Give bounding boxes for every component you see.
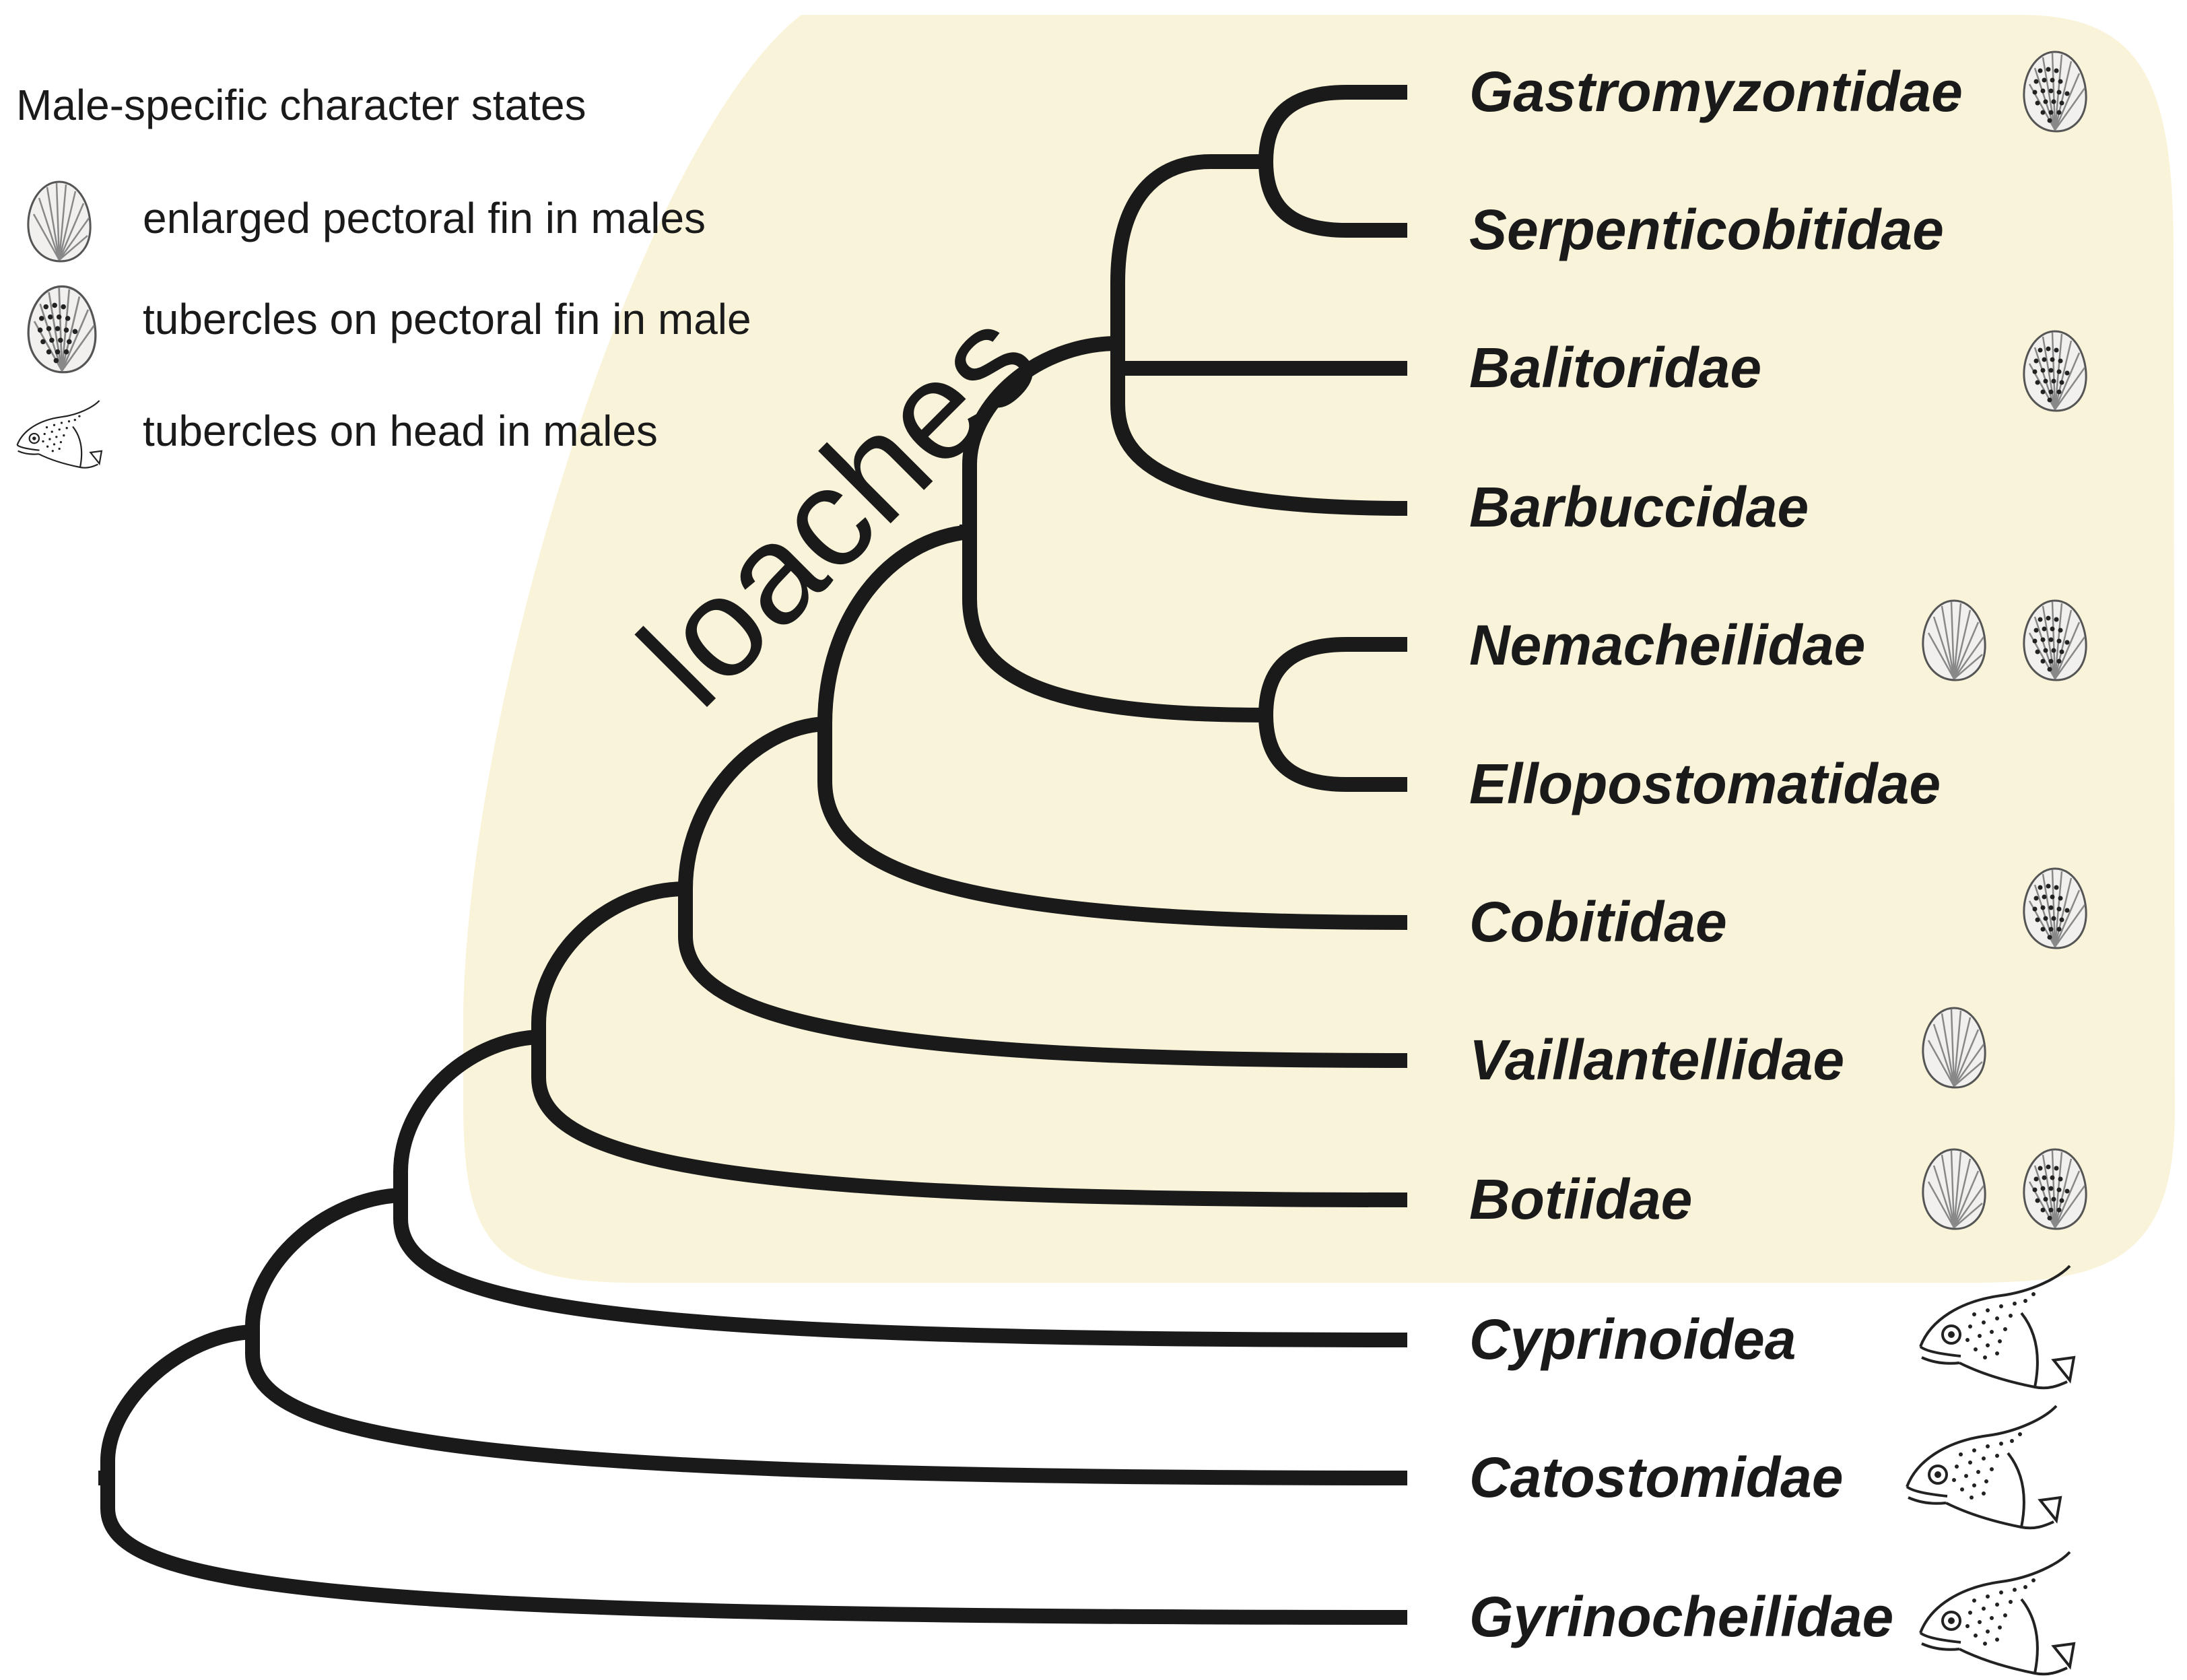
- taxon-label: Serpenticobitidae: [1469, 198, 1944, 261]
- tubercle-fin-icon: [2023, 1148, 2087, 1230]
- enlarged-fin-icon: [1922, 599, 1986, 681]
- taxon-labels: Gastromyzontidae Serpenticobitidae Balit…: [1469, 60, 1963, 1648]
- branch-node-G: [531, 881, 1408, 1207]
- tubercle-fin-icon: [2023, 867, 2087, 949]
- tubercle-fin-icon: [2023, 330, 2087, 412]
- fish-head-icon: [1906, 1405, 2062, 1530]
- branch-node-B: [1110, 154, 1408, 516]
- tubercle-fin-icon: [2023, 51, 2087, 133]
- legend-title: Male-specific character states: [16, 81, 586, 129]
- legend: Male-specific character states enlarged …: [16, 81, 751, 469]
- enlarged-fin-icon: [1922, 1007, 1986, 1089]
- taxon-label: Gastromyzontidae: [1469, 60, 1963, 123]
- taxon-label: Ellopostomatidae: [1469, 752, 1941, 815]
- enlarged-fin-icon: [27, 180, 92, 263]
- branch-node-F: [678, 716, 1408, 1068]
- tree: [98, 85, 1408, 1625]
- branch-root: [100, 1324, 1408, 1625]
- tubercle-fin-icon: [27, 285, 97, 374]
- fish-head-icon: [1919, 1265, 2075, 1390]
- branch-node-H: [393, 1030, 1408, 1347]
- taxon-label: Cobitidae: [1469, 890, 1727, 953]
- taxon-label: Botiidae: [1469, 1168, 1692, 1231]
- taxon-label: Cyprinoidea: [1469, 1308, 1796, 1371]
- branch-node-I: [245, 1188, 1408, 1485]
- branch-node-BC: [962, 336, 1267, 723]
- branch-node-E: [817, 525, 1408, 930]
- taxon-label: Vaillantellidae: [1469, 1028, 1844, 1091]
- taxon-label: Gyrinocheilidae: [1469, 1585, 1893, 1648]
- taxon-label: Catostomidae: [1469, 1446, 1843, 1509]
- taxon-label: Balitoridae: [1469, 336, 1761, 399]
- taxon-label: Barbuccidae: [1469, 475, 1809, 539]
- fish-head-icon: [1919, 1551, 2075, 1676]
- enlarged-fin-icon: [1922, 1148, 1986, 1230]
- legend-item-enlarged-fin: enlarged pectoral fin in males: [143, 194, 706, 242]
- taxon-label: Nemacheilidae: [1469, 613, 1865, 677]
- legend-item-fish-head: tubercles on head in males: [143, 407, 658, 455]
- legend-item-tubercle-fin: tubercles on pectoral fin in male: [143, 295, 751, 343]
- fish-head-icon: [16, 399, 102, 469]
- tubercle-fin-icon: [2023, 599, 2087, 681]
